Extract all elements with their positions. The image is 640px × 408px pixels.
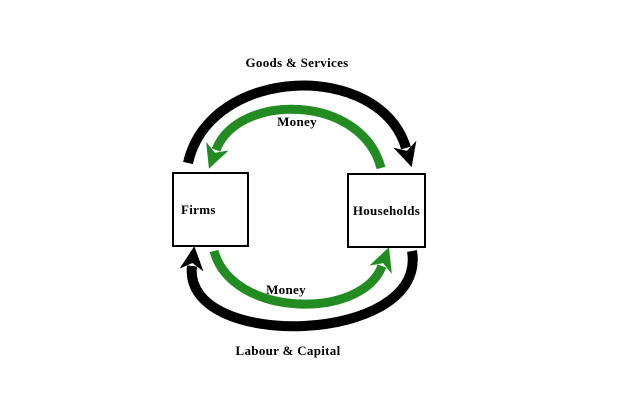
- goods-services-arrow: [183, 80, 417, 168]
- labour-capital-label: Labour & Capital: [235, 343, 341, 358]
- labour-capital-arrow: [179, 246, 418, 332]
- households-box-label: Households: [352, 202, 421, 218]
- households-box: Households: [347, 173, 426, 248]
- goods-services-label: Goods & Services: [245, 55, 349, 70]
- money-top-arrow: [206, 104, 386, 170]
- money-top-label: Money: [277, 114, 317, 129]
- money-bottom-arrow: [209, 247, 392, 309]
- firms-box: Firms: [172, 172, 249, 247]
- firms-box-label: Firms: [181, 201, 216, 217]
- money-bottom-label: Money: [266, 282, 306, 297]
